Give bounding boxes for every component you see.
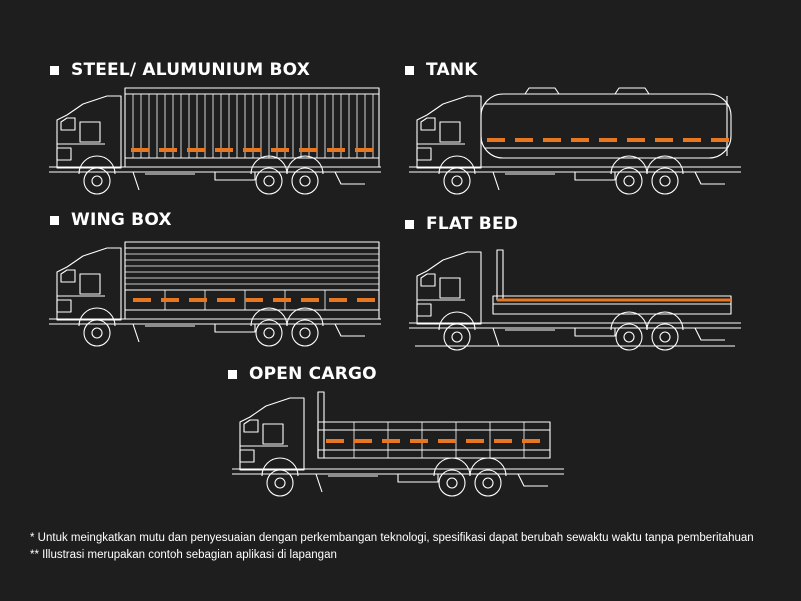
open-cargo-truck-illustration bbox=[228, 386, 568, 498]
footnote-2: ** Illustrasi merupakan contoh sebagian … bbox=[30, 549, 337, 561]
bullet-icon bbox=[405, 65, 414, 75]
section-title-text: FLAT BED bbox=[426, 214, 519, 234]
footnotes: * Untuk meingkatkan mutu dan penyesuaian… bbox=[30, 530, 754, 564]
section-title-text: WING BOX bbox=[71, 210, 172, 230]
bullet-icon bbox=[50, 65, 59, 75]
section-title-tank: TANK bbox=[405, 60, 478, 80]
section-title-text: STEEL/ ALUMUNIUM BOX bbox=[71, 60, 311, 80]
footnote-1: * Untuk meingkatkan mutu dan penyesuaian… bbox=[30, 532, 754, 544]
bullet-icon bbox=[405, 219, 414, 229]
section-title-flat-bed: FLAT BED bbox=[405, 214, 518, 234]
bullet-icon bbox=[50, 215, 59, 225]
section-title-wing-box: WING BOX bbox=[50, 210, 172, 230]
section-title-open-cargo: OPEN CARGO bbox=[228, 364, 377, 384]
section-title-steel-box: STEEL/ ALUMUNIUM BOX bbox=[50, 60, 310, 80]
wing-box-truck-illustration bbox=[45, 236, 385, 348]
steel-box-truck-illustration bbox=[45, 84, 385, 196]
bullet-icon bbox=[228, 369, 237, 379]
tank-truck-illustration bbox=[405, 84, 745, 196]
section-title-text: TANK bbox=[426, 60, 478, 80]
section-title-text: OPEN CARGO bbox=[249, 364, 377, 384]
flat-bed-truck-illustration bbox=[405, 240, 745, 352]
